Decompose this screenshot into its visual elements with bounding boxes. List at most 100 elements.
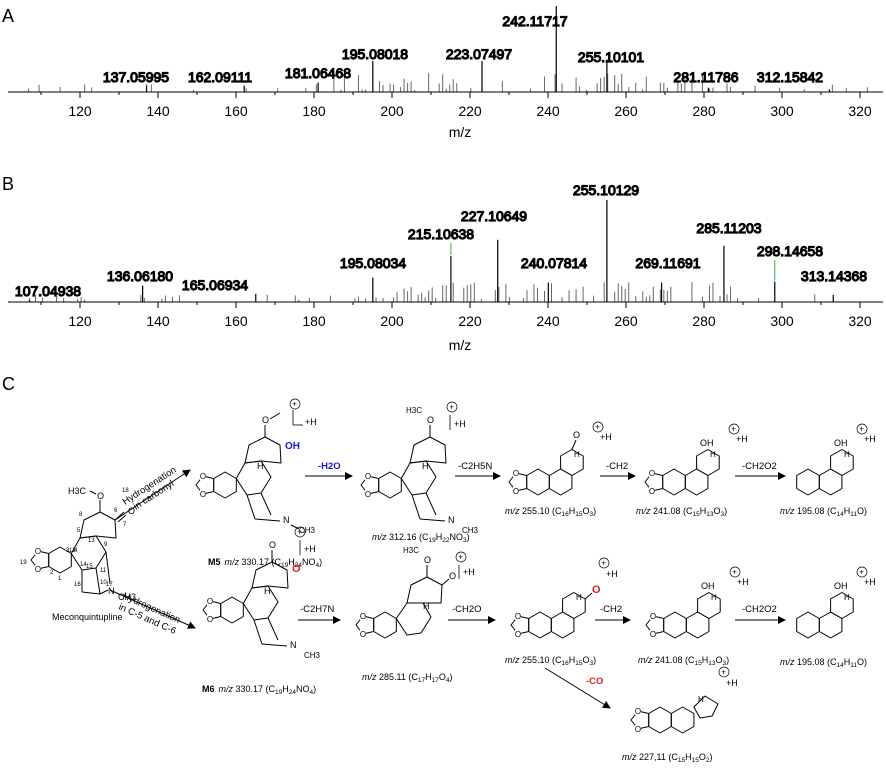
caption-241-top: m/z 241.08 (C15H13O3) — [636, 506, 727, 518]
peak-label: 269.11691 — [635, 255, 700, 271]
peak-label: 313.14368 — [801, 268, 867, 284]
svg-text:+: + — [297, 528, 302, 537]
panel-b-letter: B — [2, 174, 14, 194]
tick-label: 180 — [302, 313, 326, 329]
tick-label: 280 — [692, 313, 716, 329]
atom-number: 17 — [106, 582, 113, 588]
svg-text:+: + — [731, 425, 736, 434]
peak-label: 240.07814 — [521, 255, 587, 271]
parent-name: Meconquintupline — [52, 612, 123, 622]
step-top-4: -CH2O2 — [742, 461, 777, 472]
tick-label: 120 — [68, 103, 92, 119]
panel-c-letter: C — [2, 374, 15, 394]
caption-312: m/z 312.16 (C19H22NO3) — [372, 532, 470, 544]
peak-label: 255.10129 — [573, 182, 639, 198]
m6-o: O — [292, 563, 301, 575]
caption-195-top: m/z 195.08 (C14H11O) — [780, 506, 867, 518]
panel-c: C O O H3C N CH3 186785431213915141110161… — [2, 374, 876, 764]
parent-structure: O O H3C N CH3 18678543121391514111016171… — [20, 486, 136, 622]
svg-text:+H: +H — [864, 577, 876, 587]
svg-text:+H: +H — [726, 678, 738, 688]
product-285-structure: O H3C O H +H + — [355, 546, 475, 640]
svg-text:+: + — [449, 403, 454, 412]
svg-text:CH3: CH3 — [304, 651, 321, 660]
tick-label: 220 — [458, 313, 482, 329]
atom-number: 6 — [114, 508, 118, 514]
peak-label: 107.04938 — [15, 283, 81, 299]
parent-h3c: H3C — [68, 486, 87, 496]
svg-text:H: H — [844, 593, 850, 602]
atom-number: 19 — [20, 560, 27, 566]
panel-b-xlabel: m/z — [449, 337, 472, 353]
tick-label: 280 — [692, 103, 716, 119]
peak-label: 312.15842 — [757, 69, 823, 85]
product-241-bottom-structure: OH H +H + — [645, 566, 749, 640]
svg-text:+: + — [732, 568, 737, 577]
product-195-top-structure: OH H +H + — [796, 423, 876, 496]
svg-text:O: O — [262, 415, 269, 425]
peak-label: 215.10638 — [408, 226, 474, 242]
atom-number: 9 — [104, 542, 108, 548]
svg-text:H: H — [422, 461, 429, 471]
tick-label: 320 — [848, 313, 872, 329]
tick-label: 300 — [770, 103, 794, 119]
parent-ch3: CH3 — [118, 592, 136, 602]
product-312-structure: O H3C H N CH3 +H + — [360, 401, 479, 535]
peak-label: 285.11203 — [696, 220, 761, 236]
m5-oh: OH — [285, 441, 300, 452]
svg-text:H: H — [711, 593, 717, 602]
tick-label: 240 — [536, 103, 560, 119]
tick-label: 300 — [770, 313, 794, 329]
step-bottom-3: -CH2 — [600, 604, 622, 615]
svg-text:+: + — [721, 668, 726, 677]
svg-text:+H: +H — [606, 569, 618, 579]
m5-structure: O OH H N CH3 +H + — [195, 398, 317, 535]
svg-text:H: H — [264, 586, 271, 596]
caption-241-bottom: m/z 241.08 (C15H13O3) — [638, 655, 729, 667]
step-top-3: -CH2 — [606, 461, 628, 472]
svg-text:+H: +H — [454, 419, 466, 429]
panel-b-peaks: 107.04938 136.06180 165.06934 195.08034215.… — [14, 181, 868, 302]
svg-text:+H: +H — [463, 567, 475, 577]
svg-text:N: N — [448, 515, 455, 525]
peak-label: 195.08034 — [340, 255, 406, 271]
peak-label: 136.06180 — [107, 268, 173, 284]
svg-text:N: N — [283, 515, 290, 525]
panel-b: B 107.04938 136.06180 165.06934 195.0803421… — [2, 174, 883, 353]
peak-label: 181.06468 — [285, 65, 351, 81]
svg-text:O: O — [449, 571, 456, 581]
tick-label: 140 — [146, 103, 170, 119]
svg-text:+H: +H — [736, 434, 748, 444]
atom-number: 8 — [79, 512, 83, 518]
product-227-structure: H +H + — [630, 666, 738, 735]
svg-text:O: O — [592, 584, 601, 596]
svg-text:+: + — [859, 568, 864, 577]
svg-text:OH: OH — [700, 438, 714, 448]
atom-number: 14 — [80, 562, 87, 568]
svg-text:CH3: CH3 — [299, 526, 316, 535]
svg-text:OH: OH — [834, 581, 848, 591]
tick-label: 240 — [536, 313, 560, 329]
caption-195-bottom: m/z 195.08 (C14H11O) — [780, 657, 867, 669]
svg-text:H: H — [423, 601, 430, 611]
svg-text:O: O — [128, 506, 135, 516]
peak-label: 255.10101 — [578, 49, 644, 65]
svg-text:H: H — [576, 593, 582, 602]
tick-label: 160 — [224, 103, 248, 119]
peak-label: 165.06934 — [182, 277, 248, 293]
step-bottom-5: -CO — [586, 676, 603, 687]
peak-label: 223.07497 — [446, 46, 512, 62]
atom-number: 2 — [50, 570, 54, 576]
panel-a-xlabel: m/z — [449, 124, 472, 140]
product-255-top-structure: O H +H + — [508, 421, 612, 497]
caption-285: m/z 285.11 (C17H17O4) — [362, 672, 452, 684]
peak-label: 281.11786 — [673, 69, 738, 85]
panel-a-letter: A — [2, 6, 14, 26]
svg-text:H3C: H3C — [406, 406, 422, 415]
svg-text:N: N — [290, 640, 297, 650]
atom-number: 4 — [74, 548, 78, 554]
